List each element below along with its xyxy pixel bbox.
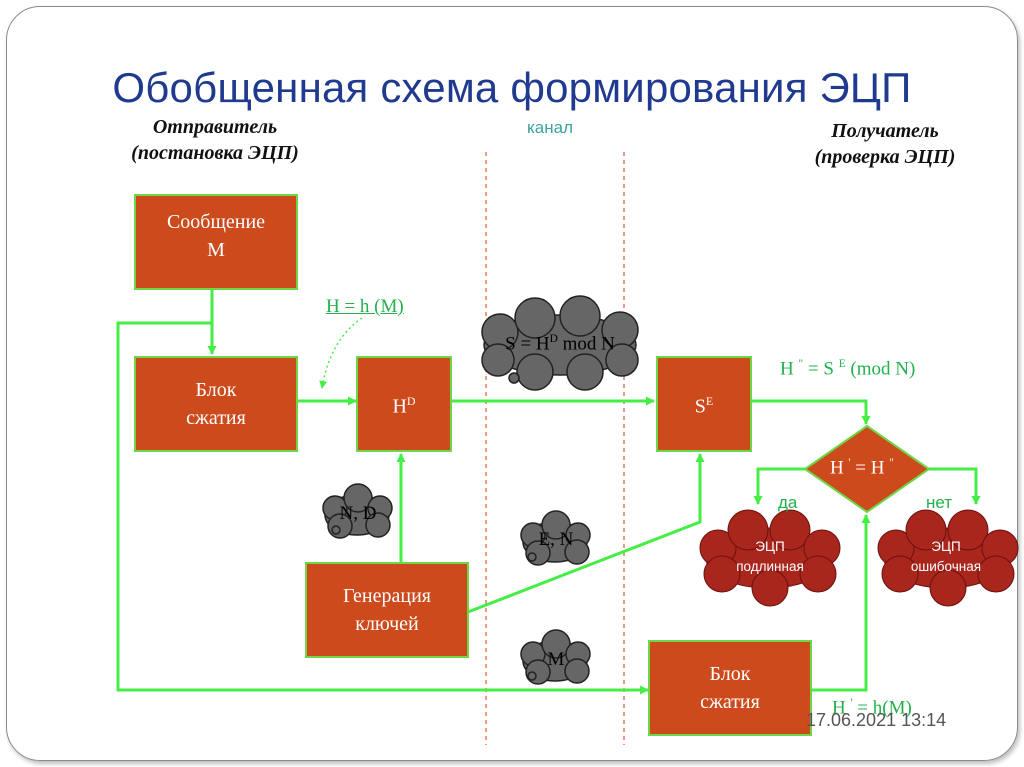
sender-label: Отправитель xyxy=(152,116,278,138)
private-key-cloud-text: N, D xyxy=(339,503,377,524)
signature-a: S = H xyxy=(505,333,550,355)
verify-tail: (mod N) xyxy=(845,358,916,380)
verify-sup2: E xyxy=(838,358,846,370)
result-valid-cloud xyxy=(699,509,841,607)
message-box-label: Сообщение xyxy=(166,211,266,233)
hd-box: HD xyxy=(356,356,452,452)
result-valid-line2: подлинная xyxy=(736,559,804,574)
verify-mid: = S xyxy=(803,358,839,380)
se-sup: E xyxy=(705,394,714,409)
compress-box-sender-line2: сжатия xyxy=(186,407,246,429)
compress-box-sender: Блок сжатия xyxy=(134,356,298,452)
public-key-cloud xyxy=(520,510,591,566)
hprime-b: = h(M) xyxy=(852,697,912,719)
compare-b: = H xyxy=(850,457,890,479)
public-key-cloud-tail xyxy=(527,552,537,562)
message-cloud xyxy=(520,629,591,685)
verify-sup1: " xyxy=(798,358,804,370)
keygen-box: Генерация ключей xyxy=(305,562,469,658)
keygen-box-line2: ключей xyxy=(355,613,419,635)
private-key-cloud xyxy=(322,483,393,539)
se-box: SE xyxy=(656,356,752,452)
arrow-message-to-compress2 xyxy=(116,321,649,695)
public-key-cloud-text: E, N xyxy=(538,529,574,550)
timestamp: 17.06.2021 13:14 xyxy=(806,710,947,730)
slide-frame xyxy=(6,6,1018,761)
message-cloud-tail xyxy=(527,671,537,681)
slide-title: Обобщенная схема формирования ЭЦП xyxy=(112,64,912,111)
compare-diamond xyxy=(803,424,931,514)
signature-cloud-text: S = HD mod N xyxy=(484,333,636,355)
message-cloud-text: M xyxy=(547,649,565,670)
no-label: нет xyxy=(926,493,953,512)
signature-cloud-tail xyxy=(508,372,520,384)
yes-label: да xyxy=(778,493,798,512)
compress-box-receiver: Блок сжатия xyxy=(648,640,812,736)
result-invalid-line2: ошибочная xyxy=(910,559,982,574)
hprime-a: H xyxy=(832,697,851,719)
hash-label: H = h (M) xyxy=(326,296,404,317)
result-invalid-line1: ЭЦП xyxy=(931,539,961,554)
hd-sup: D xyxy=(406,394,416,409)
compress-box-sender-line1: Блок xyxy=(195,379,237,401)
sender-header: Отправитель (постановка ЭЦП) xyxy=(110,114,320,166)
hd-base: H xyxy=(392,395,407,418)
arrow-compare-no xyxy=(928,467,981,505)
compare-label: H ' = H " xyxy=(830,457,894,479)
verify-label: H " = S E (mod N) xyxy=(780,358,915,380)
receiver-header: Получатель (проверка ЭЦП) xyxy=(780,118,990,170)
compare-a: H xyxy=(830,457,849,479)
channel-label: канал xyxy=(526,118,574,137)
sender-sublabel: (постановка ЭЦП) xyxy=(131,142,299,164)
result-valid-line1: ЭЦП xyxy=(755,539,785,554)
arrow-keygen-to-se xyxy=(467,453,705,614)
result-invalid-text: ЭЦП ошибочная xyxy=(886,537,1006,577)
hd-box-label: HD xyxy=(358,387,450,421)
result-valid-text: ЭЦП подлинная xyxy=(710,537,830,577)
compare-sup1: ' xyxy=(848,457,851,469)
message-box: Сообщение М xyxy=(134,194,298,290)
arrow-compare-yes xyxy=(753,467,806,505)
keygen-box-line1: Генерация xyxy=(343,585,431,607)
hprime-label: H ' = h(M) xyxy=(832,697,912,719)
message-box-symbol: М xyxy=(207,239,225,261)
hprime-sup: ' xyxy=(850,697,853,709)
signature-cloud xyxy=(481,295,639,391)
se-box-label: SE xyxy=(658,387,750,421)
se-base: S xyxy=(694,395,706,418)
compress-box-receiver-line2: сжатия xyxy=(700,691,760,713)
arrow-se-to-compare xyxy=(751,399,871,425)
receiver-sublabel: (проверка ЭЦП) xyxy=(814,146,956,168)
compare-sup2: " xyxy=(889,457,894,469)
result-invalid-cloud xyxy=(877,509,1019,607)
verify-base: H xyxy=(780,358,799,380)
signature-sup: D xyxy=(549,333,558,345)
compress-box-receiver-line1: Блок xyxy=(709,663,751,685)
private-key-cloud-tail xyxy=(331,525,341,535)
signature-b: mod N xyxy=(557,333,615,355)
receiver-label: Получатель xyxy=(831,120,939,142)
arrow-compress2-to-compare xyxy=(810,514,871,692)
